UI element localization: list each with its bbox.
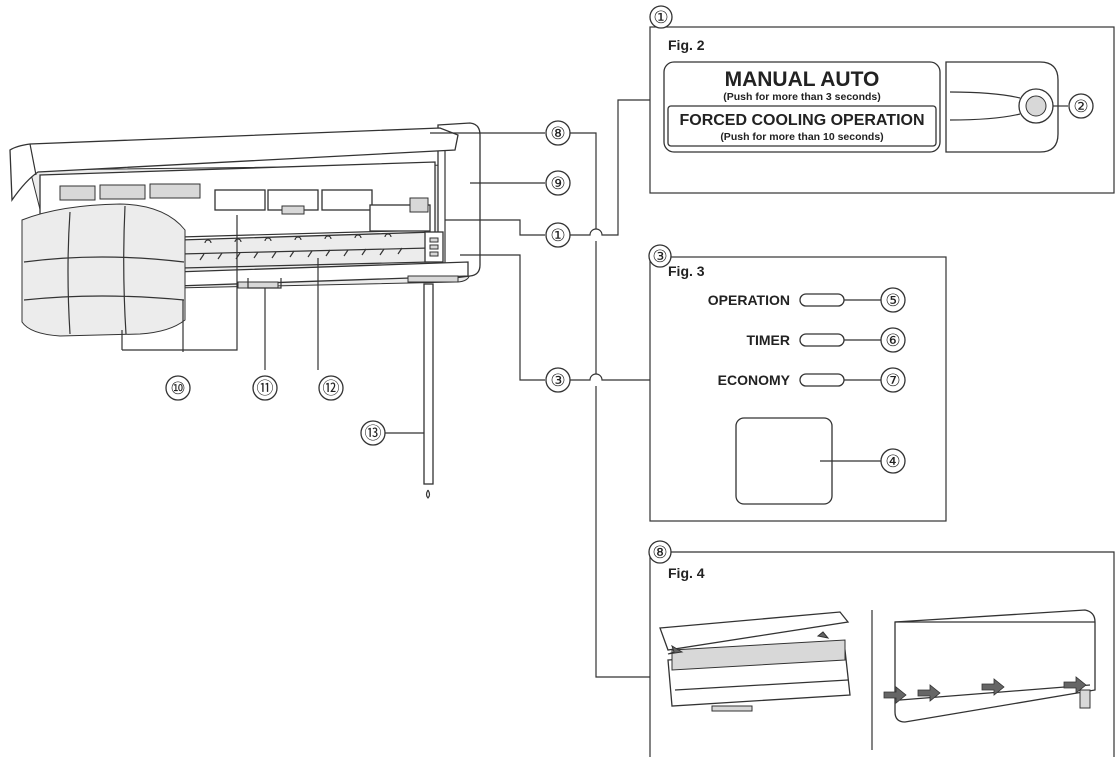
main-callouts: ⑩ ⑪ ⑫ ⑬ ⑧ ⑨ ① ③: [165, 120, 571, 446]
callout-13: ⑬: [360, 420, 386, 446]
callout-1: ①: [545, 222, 571, 248]
indoor-unit-illustration: [9, 122, 481, 499]
main-leader-lines: [121, 132, 545, 434]
arrow-icon: [917, 684, 941, 702]
fig4-ref-callout: ⑧: [648, 540, 672, 564]
callout-2: ②: [1068, 93, 1094, 119]
callout-5: ⑤: [880, 287, 906, 313]
svg-text:⑩: ⑩: [170, 379, 185, 398]
operation-lamp: [799, 293, 845, 307]
callout-3: ③: [545, 367, 571, 393]
forced-cooling-label: FORCED COOLING OPERATION: [679, 112, 924, 129]
timer-label: TIMER: [746, 332, 790, 348]
operation-label: OPERATION: [708, 292, 790, 308]
svg-text:⑧: ⑧: [550, 124, 565, 143]
callout-9: ⑨: [545, 170, 571, 196]
remote-signal-receiver: [735, 417, 833, 505]
manual-auto-label: MANUAL AUTO: [725, 68, 880, 91]
fig2-ref-callout: ①: [649, 5, 673, 29]
svg-text:④: ④: [885, 452, 900, 471]
timer-lamp: [799, 333, 845, 347]
callout-7: ⑦: [880, 367, 906, 393]
svg-text:⑧: ⑧: [652, 543, 667, 562]
svg-text:⑤: ⑤: [885, 291, 900, 310]
callout-8: ⑧: [545, 120, 571, 146]
svg-text:⑬: ⑬: [365, 424, 382, 443]
svg-text:③: ③: [550, 371, 565, 390]
callout-10: ⑩: [165, 375, 191, 401]
callout-4: ④: [880, 448, 906, 474]
fig2-title: Fig. 2: [668, 37, 705, 53]
economy-label: ECONOMY: [718, 372, 791, 388]
arrow-icon: [816, 631, 830, 639]
fig3-ref-callout: ③: [648, 244, 672, 268]
svg-text:①: ①: [653, 8, 668, 27]
fig3-title: Fig. 3: [668, 263, 705, 279]
svg-text:⑫: ⑫: [323, 379, 340, 398]
callout-12: ⑫: [318, 375, 344, 401]
fig4-unit-closed: [883, 609, 1096, 723]
fig4-unit-open: [659, 611, 851, 712]
arrow-icon: [667, 644, 684, 655]
manual-auto-note: (Push for more than 3 seconds): [723, 91, 881, 103]
svg-text:⑪: ⑪: [257, 379, 274, 398]
figure-connectors: [570, 99, 650, 678]
fig4-title: Fig. 4: [668, 565, 705, 581]
fig4-panel: ⑧ Fig. 4: [648, 540, 1115, 757]
svg-text:①: ①: [550, 226, 565, 245]
arrow-icon: [981, 678, 1005, 696]
fig3-panel: ③ Fig. 3 OPERATION ⑤ TIMER ⑥ ECONOMY ⑦ ④: [648, 244, 947, 522]
economy-lamp: [799, 373, 845, 387]
callout-11: ⑪: [252, 375, 278, 401]
fig2-panel: ① Fig. 2 MANUAL AUTO (Push for more than…: [649, 5, 1115, 194]
svg-text:⑥: ⑥: [885, 331, 900, 350]
svg-text:②: ②: [1073, 97, 1088, 116]
arrow-icon: [883, 686, 907, 704]
arrow-icon: [1063, 676, 1087, 694]
svg-text:⑨: ⑨: [550, 174, 565, 193]
svg-text:③: ③: [652, 247, 667, 266]
svg-text:⑦: ⑦: [885, 371, 900, 390]
callout-6: ⑥: [880, 327, 906, 353]
forced-cooling-note: (Push for more than 10 seconds): [720, 131, 883, 143]
